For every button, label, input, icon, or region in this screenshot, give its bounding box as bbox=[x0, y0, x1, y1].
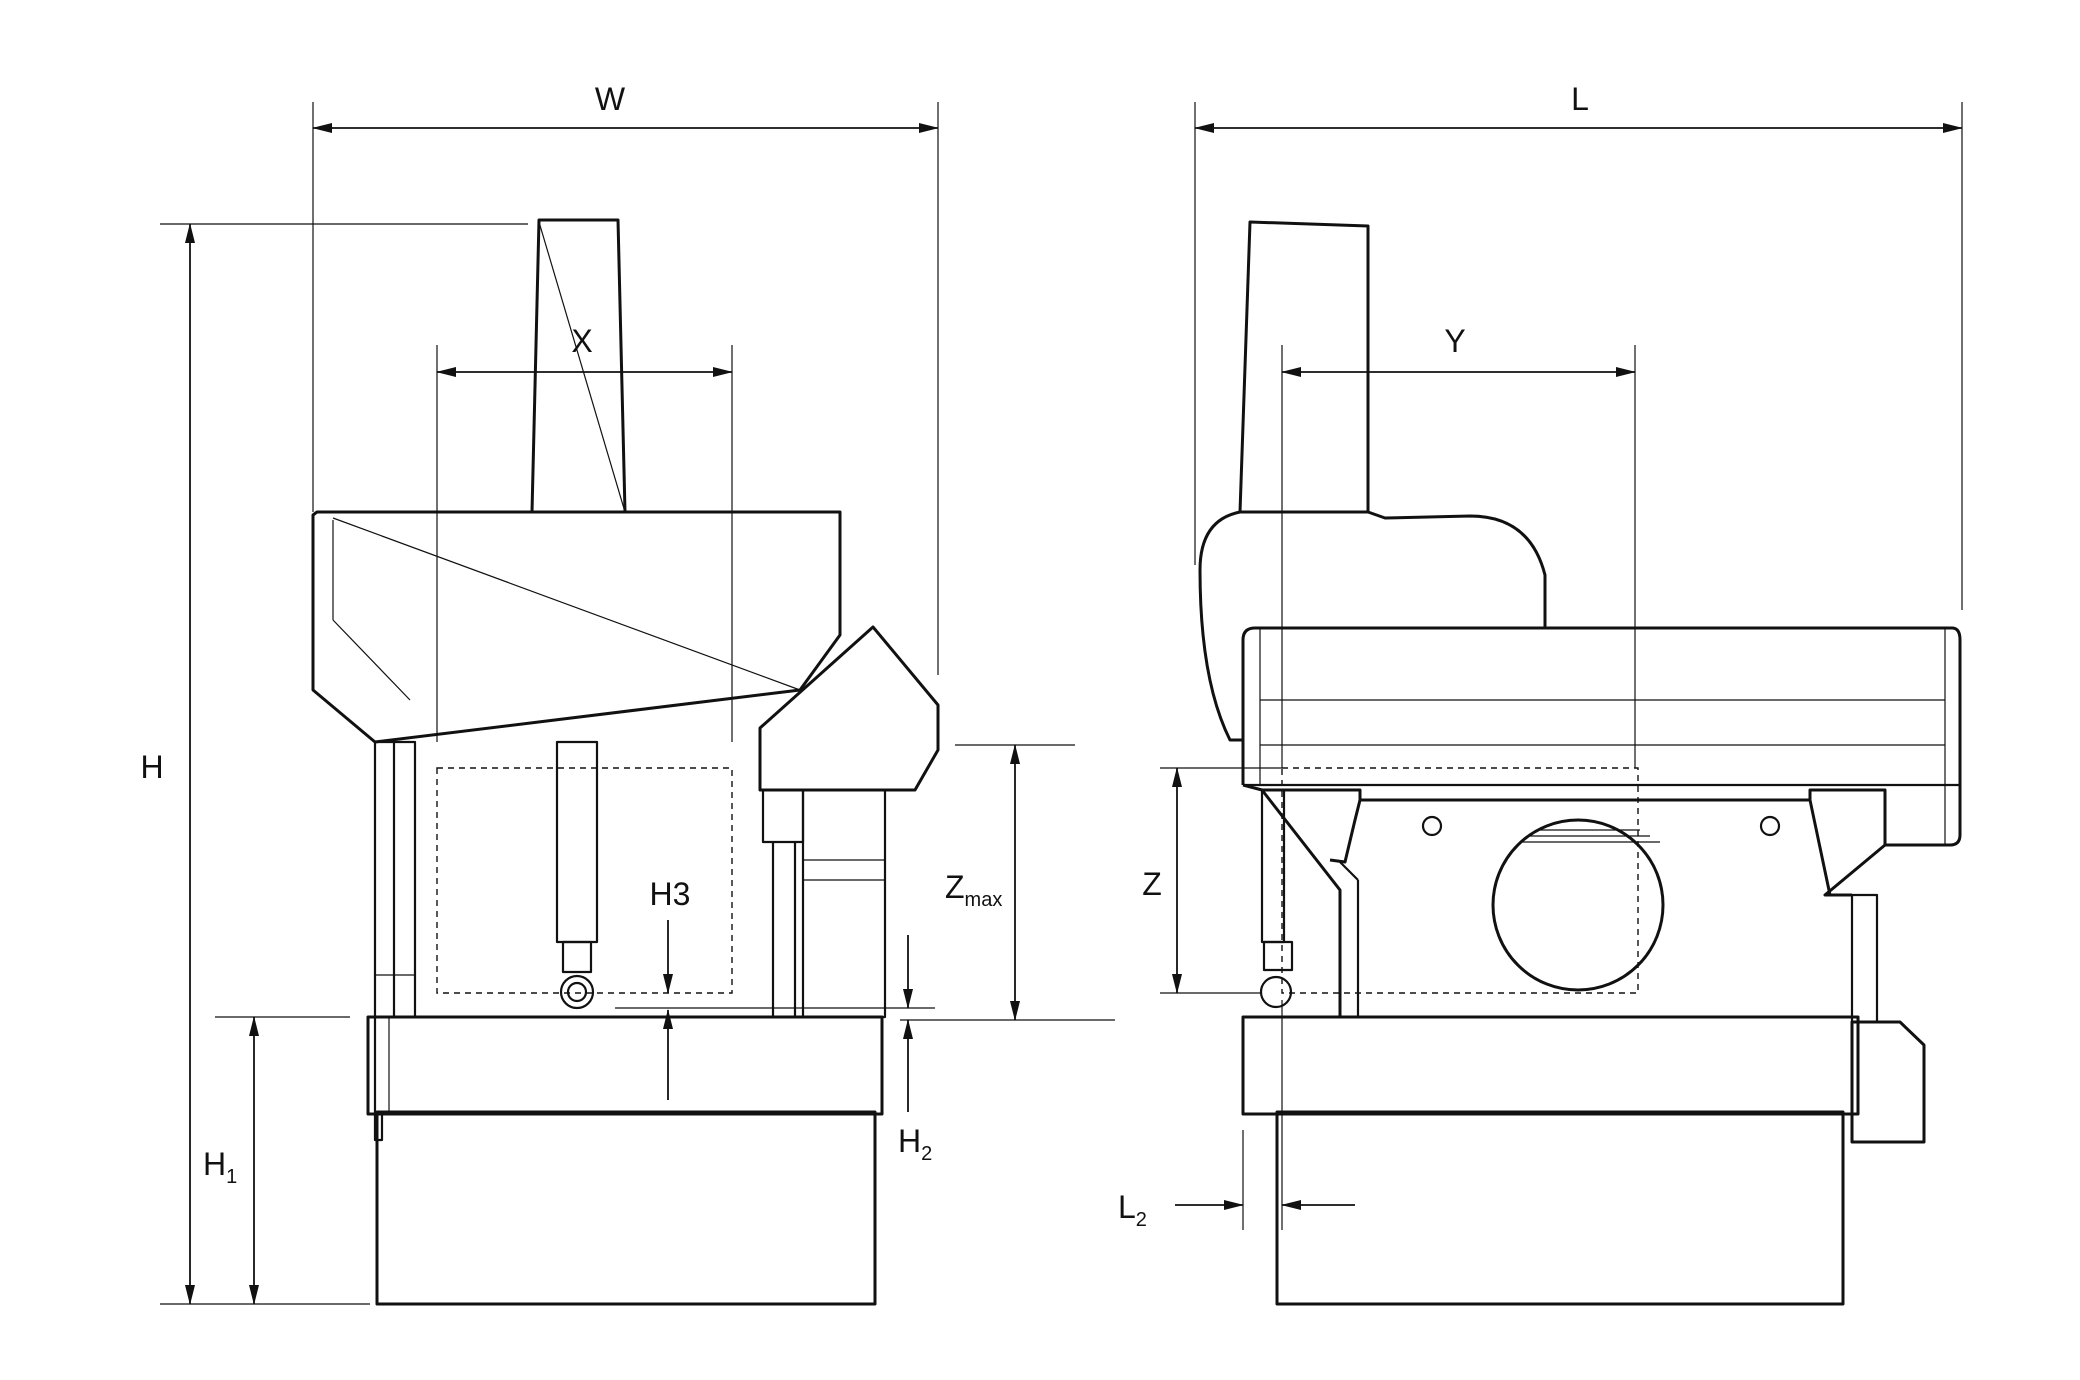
label-Zmax: Zmax bbox=[945, 869, 1002, 911]
front-table bbox=[366, 1015, 884, 1116]
label-L: L bbox=[1571, 81, 1589, 117]
front-measuring-volume bbox=[436, 767, 733, 994]
label-X: X bbox=[571, 323, 592, 359]
side-measuring-volume bbox=[1281, 767, 1639, 994]
label-L2: L2 bbox=[1118, 1189, 1147, 1231]
front-column-tower bbox=[530, 218, 627, 514]
label-Z: Z bbox=[1142, 866, 1162, 902]
dimension-labels: W L X Y H Z H3 Zmax H1 H2 L2 bbox=[140, 81, 1588, 1231]
label-W: W bbox=[595, 81, 626, 117]
side-table bbox=[1241, 1015, 1860, 1116]
front-view bbox=[311, 218, 940, 1306]
side-controller-box bbox=[1850, 1020, 1926, 1144]
side-probe bbox=[1259, 940, 1294, 1009]
extension-lines bbox=[160, 102, 1963, 1305]
label-H3: H3 bbox=[650, 876, 691, 912]
side-cover-hood bbox=[1238, 220, 1370, 514]
side-right-leg bbox=[1850, 893, 1879, 1024]
front-bridge-head bbox=[311, 510, 842, 744]
front-left-leg bbox=[373, 740, 417, 1142]
side-carriage bbox=[1242, 783, 1887, 1017]
front-z-ram bbox=[555, 740, 599, 944]
front-right-head bbox=[758, 625, 940, 792]
side-round-window bbox=[1491, 818, 1665, 992]
label-Y: Y bbox=[1444, 323, 1465, 359]
label-H1: H1 bbox=[203, 1146, 237, 1188]
label-H2: H2 bbox=[898, 1123, 932, 1165]
label-H: H bbox=[140, 749, 163, 785]
side-base-pedestal bbox=[1275, 1110, 1845, 1306]
side-beam bbox=[1241, 626, 1962, 897]
front-base-pedestal bbox=[375, 1110, 877, 1306]
dimension-lines bbox=[185, 123, 1963, 1305]
side-view bbox=[1198, 220, 1962, 1306]
front-probe bbox=[559, 940, 595, 1010]
